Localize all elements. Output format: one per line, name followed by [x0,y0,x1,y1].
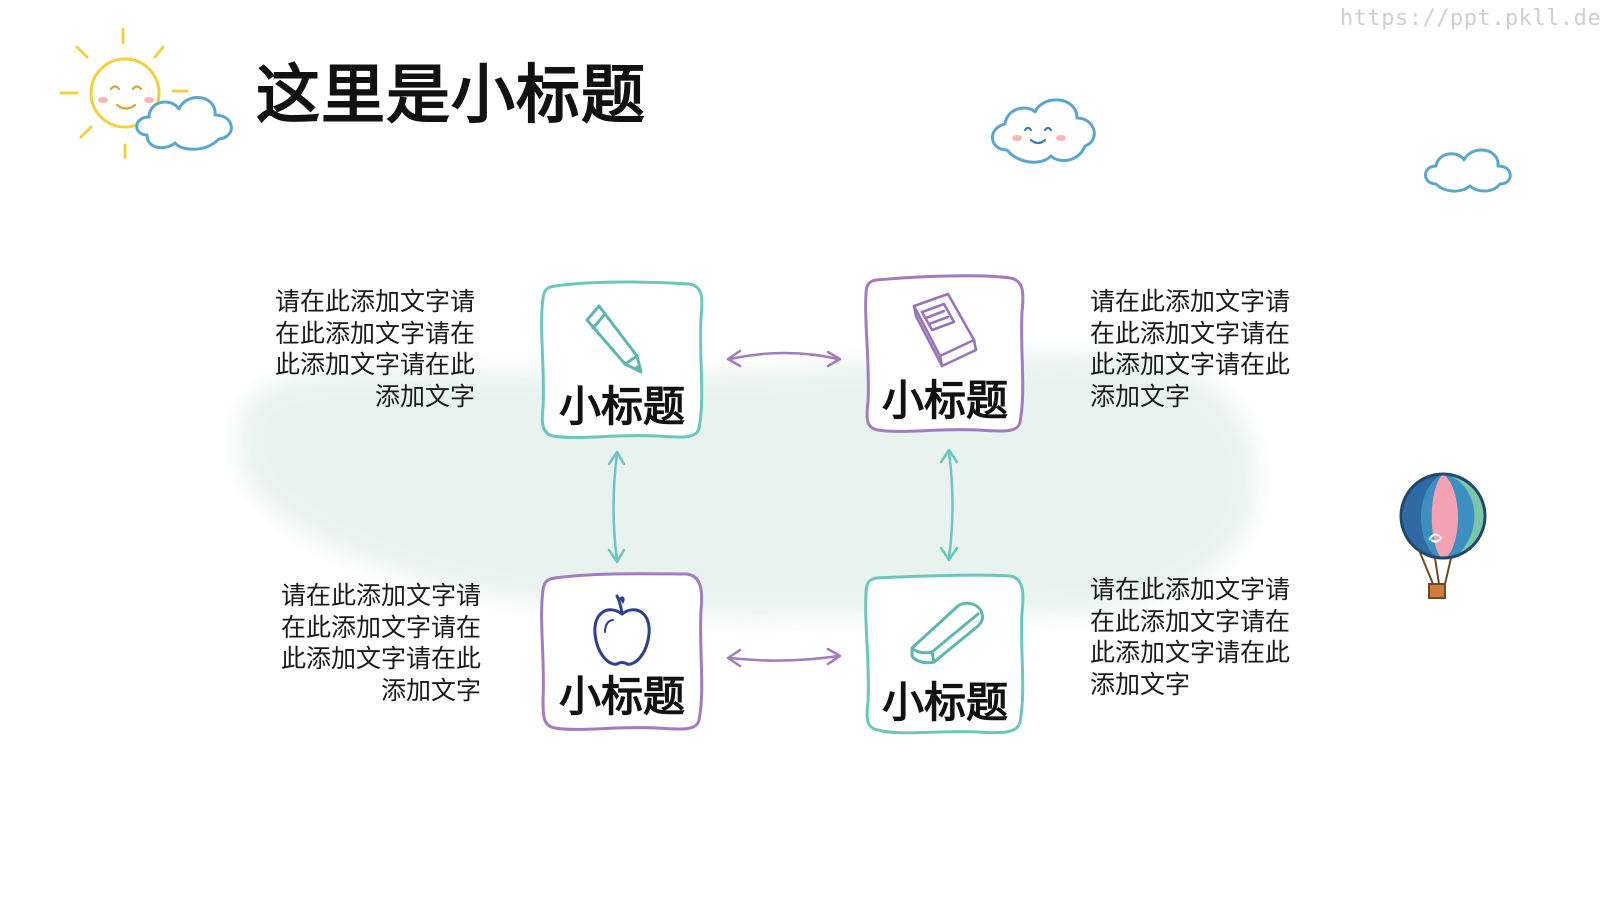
description-top-left: 请在此添加文字请在此添加文字请在此添加文字请在此添加文字 [274,287,475,411]
sun-cloud-icon [59,27,233,159]
page-title: 这里是小标题 [256,59,646,133]
arrow-bottom-horizontal [726,647,842,668]
card-eraser[interactable]: 小标题 [860,572,1030,737]
hot-air-balloon-icon [1399,472,1487,599]
card-pencil[interactable]: 小标题 [537,278,707,443]
card-frame [540,572,704,731]
description-top-right: 请在此添加文字请在此添加文字请在此添加文字请在此添加文字 [1090,287,1291,411]
cloud-icon [1424,148,1512,193]
arrow-top-horizontal [726,349,842,368]
pencil-icon [585,304,643,374]
book-icon [912,292,978,368]
card-label: 小标题 [881,376,1008,425]
apple-icon [593,594,651,666]
eraser-icon [910,601,984,665]
card-apple[interactable]: 小标题 [537,570,707,735]
description-bottom-left: 请在此添加文字请在此添加文字请在此添加文字请在此添加文字 [280,581,481,705]
card-book[interactable]: 小标题 [860,272,1030,437]
description-bottom-right: 请在此添加文字请在此添加文字请在此添加文字请在此添加文字 [1090,575,1291,699]
card-label: 小标题 [881,678,1008,727]
arrow-right-vertical [939,448,959,562]
watermark-text: https://ppt.pkll.de [1340,6,1600,31]
arrow-left-vertical [607,450,626,564]
card-label: 小标题 [558,672,685,721]
smiling-cloud-icon [991,98,1096,164]
card-label: 小标题 [558,382,685,431]
